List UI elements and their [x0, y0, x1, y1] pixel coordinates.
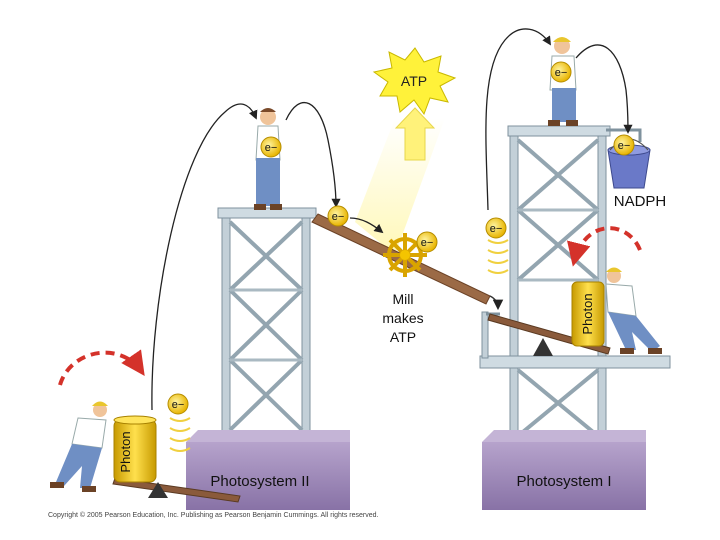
photosystem-i-base: Photosystem I — [482, 430, 646, 510]
person-photon-left — [50, 401, 108, 492]
electron-ps2-top: e− — [260, 136, 282, 158]
red-arrow-left — [58, 349, 145, 386]
red-arrow-right — [567, 226, 642, 267]
person-ps2-tower — [254, 108, 282, 210]
photon-right-label: Photon — [580, 293, 595, 334]
photon-can-right: Photon — [571, 281, 605, 347]
electron-right-photon: e− — [485, 217, 507, 239]
photon-waves-left — [169, 417, 191, 452]
arrow-ps2-top-down — [285, 101, 341, 208]
photosystem-ii-base: Photosystem II — [186, 430, 350, 510]
seesaw-left — [112, 477, 241, 503]
photon-left-label: Photon — [118, 431, 133, 472]
electron-label: e− — [555, 67, 568, 79]
electron-label: e− — [618, 140, 631, 152]
photosystem-i-label: Photosystem I — [516, 473, 611, 490]
person-photon-right — [605, 267, 662, 354]
arrow-left-base-to-ps2-top — [151, 103, 258, 411]
electron-nadph: e− — [613, 134, 635, 156]
electron-label: e− — [172, 399, 185, 411]
electron-label: e− — [490, 223, 503, 235]
photosystem-ii-label: Photosystem II — [210, 473, 309, 490]
atp-burst-label: ATP — [401, 73, 427, 89]
photon-waves-right — [487, 239, 509, 274]
copyright-text: Copyright © 2005 Pearson Education, Inc.… — [48, 511, 378, 519]
electron-label: e− — [265, 142, 278, 154]
arrow-top-to-bucket — [575, 44, 633, 134]
electron-ramp-top: e− — [327, 205, 349, 227]
mill-label-line1: Mill — [393, 291, 414, 307]
electron-label: e− — [421, 237, 434, 249]
electron-left-photon: e− — [167, 393, 189, 415]
electron-wheel: e− — [416, 231, 438, 253]
mill-wheel: Mill makes ATP — [382, 233, 427, 345]
arrow-seesaw-to-top — [485, 28, 551, 211]
nadph-label: NADPH — [614, 193, 667, 210]
mill-label-line3: ATP — [390, 329, 416, 345]
photon-can-left: Photon — [113, 415, 157, 483]
mill-label-line2: makes — [382, 310, 423, 326]
electron-label: e− — [332, 211, 345, 223]
atp-burst: ATP — [372, 47, 457, 116]
atp-up-arrow — [394, 107, 436, 161]
electron-ps1-top: e− — [550, 61, 572, 83]
left-tower — [217, 207, 317, 441]
arrow-ramp-to-wheel — [349, 217, 384, 234]
